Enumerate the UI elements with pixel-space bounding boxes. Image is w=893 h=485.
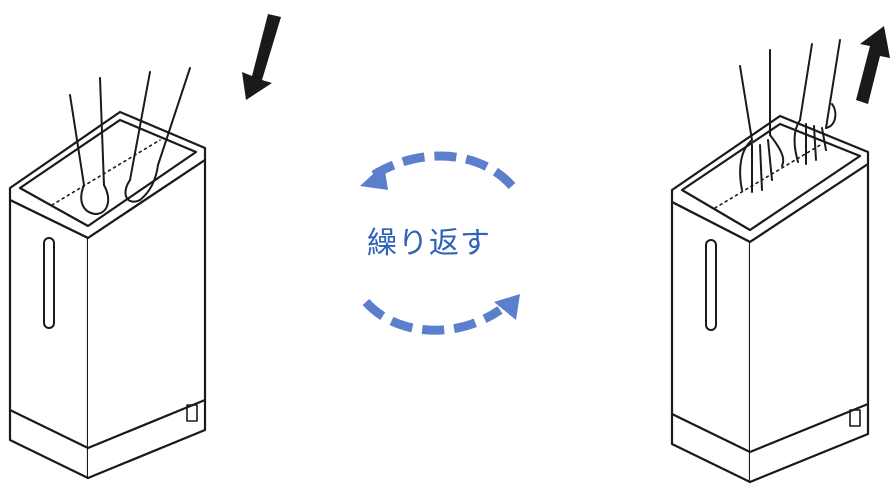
- right-hands: [739, 39, 841, 193]
- right-bin: [670, 114, 870, 484]
- arrow-up-icon: [856, 26, 890, 104]
- arrow-down-icon: [242, 14, 281, 100]
- repeat-caption: 繰り返す: [367, 226, 491, 261]
- repeat-cycle-icon: [360, 151, 520, 335]
- left-hands: [69, 67, 191, 215]
- left-bin: [8, 110, 207, 480]
